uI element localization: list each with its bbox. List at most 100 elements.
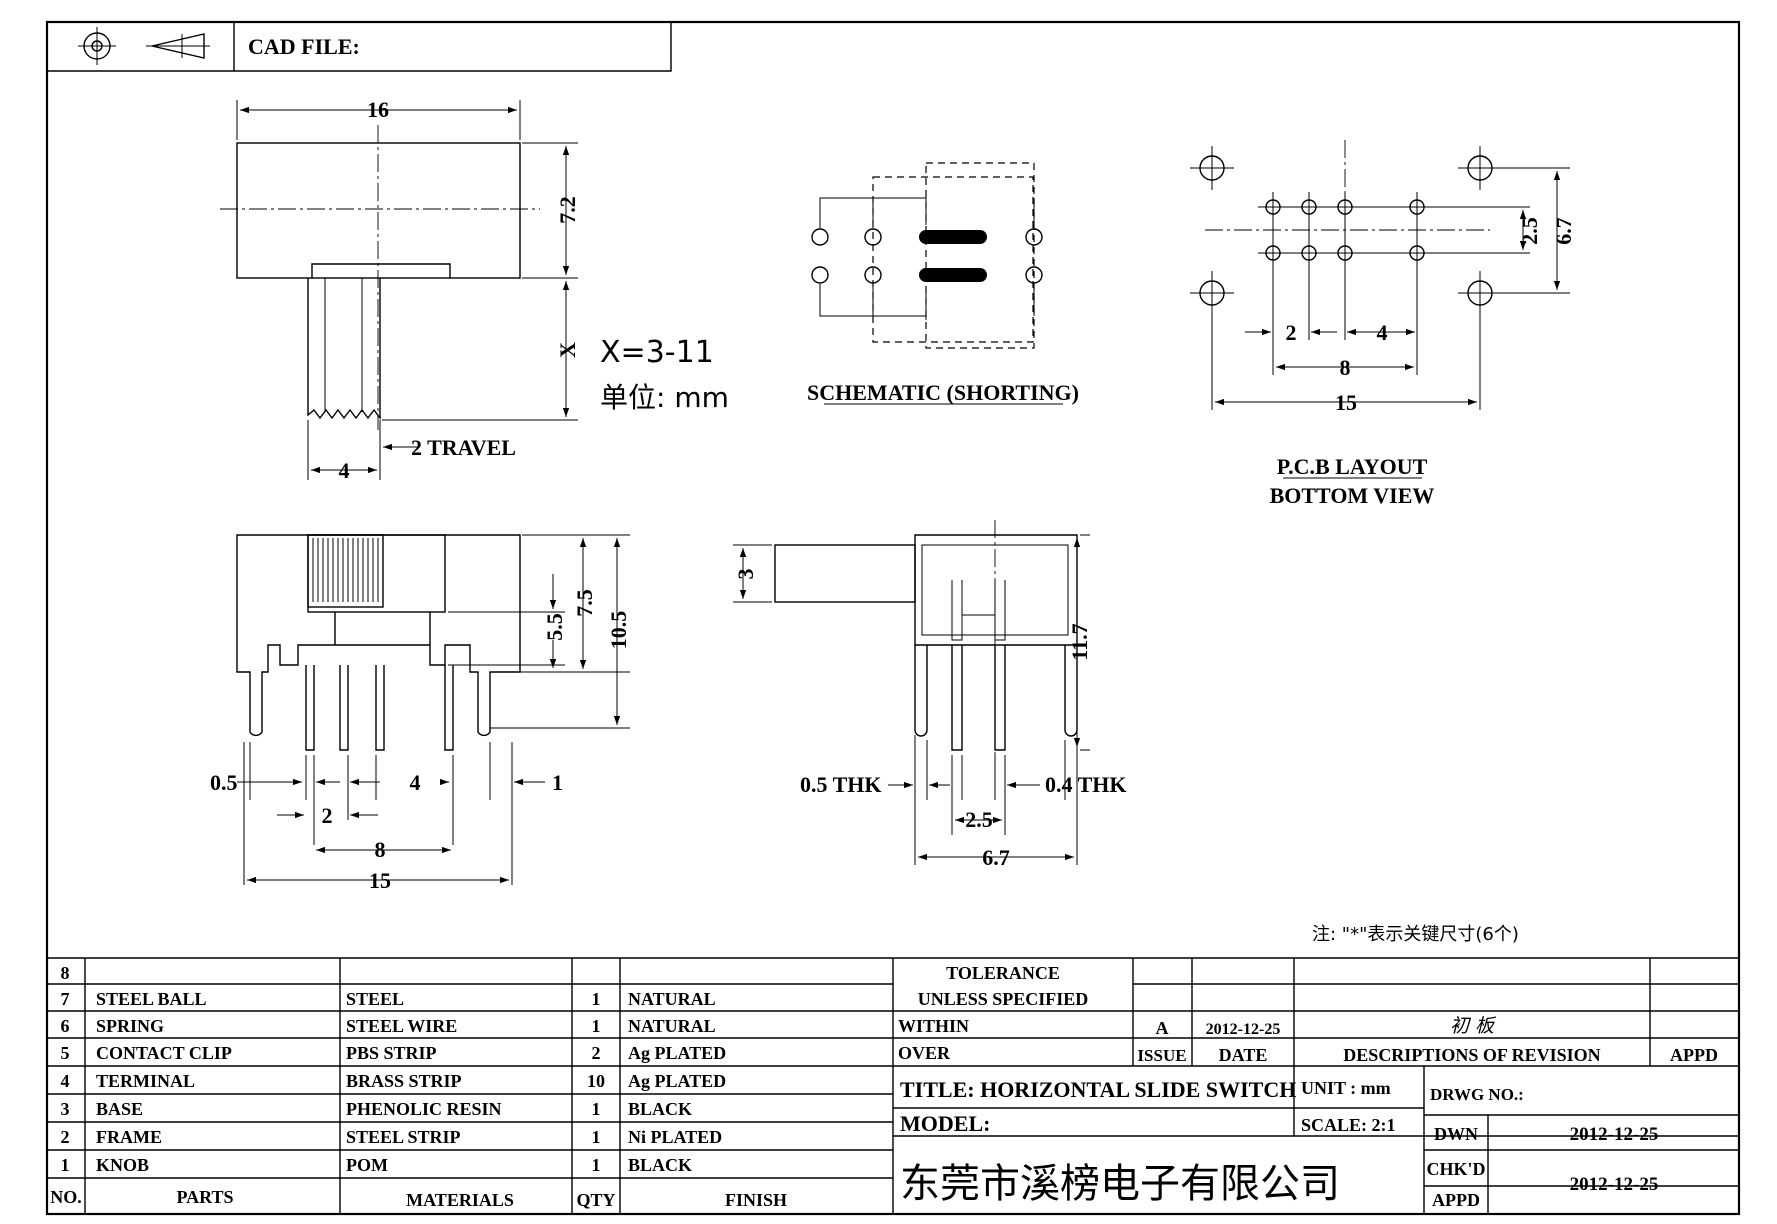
key-dimension-note: 注: "*"表示关键尺寸(6个) <box>1312 924 1519 945</box>
unit-note: 单位: mm <box>600 381 729 414</box>
table-row: 2 FRAME STEEL STRIP 1 Ni PLATED <box>61 1127 723 1147</box>
projection-symbol-icon <box>78 27 210 65</box>
svg-text:FINISH: FINISH <box>725 1190 787 1210</box>
model-label: MODEL: <box>900 1111 990 1136</box>
bom-rows: 8 7 STEEL BALL STEEL 1 NATURAL 6 SPRING … <box>50 963 787 1210</box>
table-row: 7 STEEL BALL STEEL 1 NATURAL <box>61 989 716 1009</box>
table-row: 4 TERMINAL BRASS STRIP 10 Ag PLATED <box>61 1071 727 1091</box>
descriptions-label: DESCRIPTIONS OF REVISION <box>1343 1045 1600 1065</box>
svg-text:FRAME: FRAME <box>96 1127 162 1147</box>
svg-text:SPRING: SPRING <box>96 1016 164 1036</box>
tolerance-label: TOLERANCE <box>946 963 1060 983</box>
svg-text:NATURAL: NATURAL <box>628 989 716 1009</box>
bom-table-grid <box>47 957 1739 1214</box>
dim-front-7-5: 7.5 <box>572 589 597 617</box>
dim-knob-width: 4 <box>339 458 350 483</box>
svg-text:QTY: QTY <box>576 1190 615 1210</box>
svg-text:1: 1 <box>592 1099 601 1119</box>
top-view <box>220 100 578 480</box>
svg-text:Ag PLATED: Ag PLATED <box>628 1043 726 1063</box>
appd-header-label: APPD <box>1670 1045 1718 1065</box>
svg-text:NATURAL: NATURAL <box>628 1016 716 1036</box>
svg-text:KNOB: KNOB <box>96 1155 149 1175</box>
dim-pcb-row-pitch: 2.5 <box>1517 217 1542 245</box>
company-name: 东莞市溪榜电子有限公司 <box>900 1161 1340 1207</box>
dim-side-pitch: 2.5 <box>965 807 993 832</box>
travel-label: 2 TRAVEL <box>411 435 516 460</box>
front-view <box>236 534 630 885</box>
dim-pcb-mount-span: 15 <box>1335 390 1357 415</box>
svg-text:5: 5 <box>61 1043 70 1063</box>
table-row: 8 <box>61 963 70 983</box>
svg-text:2: 2 <box>592 1043 601 1063</box>
dim-top-length: 16 <box>367 97 389 122</box>
svg-text:1: 1 <box>592 989 601 1009</box>
scale-label: SCALE: 2:1 <box>1301 1115 1396 1135</box>
svg-text:Ni PLATED: Ni PLATED <box>628 1127 722 1147</box>
chkd-label: CHK'D <box>1426 1159 1485 1179</box>
svg-text:STEEL STRIP: STEEL STRIP <box>346 1127 461 1147</box>
svg-text:MATERIALS: MATERIALS <box>406 1190 514 1210</box>
svg-text:TERMINAL: TERMINAL <box>96 1071 195 1091</box>
header-box <box>47 22 672 72</box>
date-label: DATE <box>1219 1045 1268 1065</box>
svg-text:STEEL WIRE: STEEL WIRE <box>346 1016 457 1036</box>
cad-file-label: CAD FILE: <box>248 34 360 59</box>
svg-text:BLACK: BLACK <box>628 1099 692 1119</box>
svg-text:CONTACT CLIP: CONTACT CLIP <box>96 1043 232 1063</box>
schematic-caption: SCHEMATIC (SHORTING) <box>807 380 1079 405</box>
dim-side-knob: 3 <box>733 569 758 580</box>
svg-text:1: 1 <box>592 1016 601 1036</box>
dim-front-15: 15 <box>369 868 391 893</box>
table-row: 5 CONTACT CLIP PBS STRIP 2 Ag PLATED <box>61 1043 727 1063</box>
table-row: 3 BASE PHENOLIC RESIN 1 BLACK <box>61 1099 693 1119</box>
svg-text:STEEL BALL: STEEL BALL <box>96 989 207 1009</box>
svg-text:3: 3 <box>61 1099 70 1119</box>
svg-text:2: 2 <box>61 1127 70 1147</box>
svg-text:Ag PLATED: Ag PLATED <box>628 1071 726 1091</box>
svg-text:PARTS: PARTS <box>176 1187 233 1207</box>
side-view <box>733 520 1090 865</box>
svg-text:1: 1 <box>61 1155 70 1175</box>
table-row: 6 SPRING STEEL WIRE 1 NATURAL <box>61 1016 716 1036</box>
drwg-no-label: DRWG NO.: <box>1430 1085 1524 1104</box>
dwn-label: DWN <box>1434 1124 1478 1144</box>
svg-text:PBS STRIP: PBS STRIP <box>346 1043 437 1063</box>
table-header-row: NO. PARTS MATERIALS QTY FINISH <box>50 1187 787 1210</box>
svg-text:BRASS STRIP: BRASS STRIP <box>346 1071 462 1091</box>
appd-label: APPD <box>1432 1190 1480 1210</box>
pcb-caption-line1: P.C.B LAYOUT <box>1277 454 1428 479</box>
title-block: TOLERANCE UNLESS SPECIFIED WITHIN OVER A… <box>898 963 1718 1210</box>
over-label: OVER <box>898 1043 951 1063</box>
thk-right-label: 0.4 THK <box>1045 772 1127 797</box>
svg-text:10: 10 <box>587 1071 605 1091</box>
within-label: WITHIN <box>898 1016 969 1036</box>
unless-specified-label: UNLESS SPECIFIED <box>918 989 1089 1009</box>
dim-pcb-pin-span: 8 <box>1340 355 1351 380</box>
svg-text:PHENOLIC RESIN: PHENOLIC RESIN <box>346 1099 502 1119</box>
pcb-caption-line2: BOTTOM VIEW <box>1270 483 1435 508</box>
svg-text:NO.: NO. <box>50 1187 82 1207</box>
svg-text:BASE: BASE <box>96 1099 143 1119</box>
dim-front-1: 1 <box>552 770 563 795</box>
svg-text:4: 4 <box>61 1071 70 1091</box>
svg-text:7: 7 <box>61 989 70 1009</box>
appd-date: 2012-12-25 <box>1570 1174 1659 1195</box>
dim-front-8: 8 <box>375 837 386 862</box>
dim-top-height: 7.2 <box>555 196 580 224</box>
dim-top-x: X <box>555 342 580 358</box>
table-row: 1 KNOB POM 1 BLACK <box>61 1155 693 1175</box>
dim-pcb-mount-pitch: 6.7 <box>1551 217 1576 245</box>
dim-front-10-5: 10.5 <box>606 611 631 650</box>
dim-front-2: 2 <box>322 803 333 828</box>
svg-text:6: 6 <box>61 1016 70 1036</box>
dim-side-height: 11.7 <box>1067 623 1092 660</box>
dim-pcb-gap: 4 <box>1377 320 1388 345</box>
svg-text:1: 1 <box>592 1127 601 1147</box>
svg-text:1: 1 <box>592 1155 601 1175</box>
svg-text:BLACK: BLACK <box>628 1155 692 1175</box>
schematic-diagram <box>811 162 1063 405</box>
thk-left-label: 0.5 THK <box>800 772 882 797</box>
pcb-layout <box>1190 140 1570 479</box>
